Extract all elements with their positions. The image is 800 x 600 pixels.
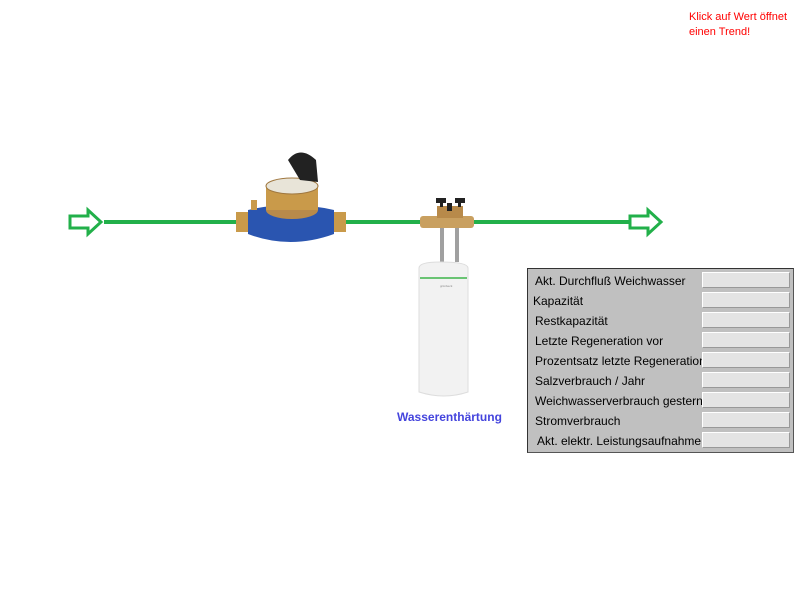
row-label: Letzte Regeneration vor	[535, 334, 664, 348]
row-label: Akt. Durchfluß Weichwasser	[535, 274, 686, 288]
row-label: Akt. elektr. Leistungsaufnahme	[537, 434, 702, 448]
row-label: Stromverbrauch	[535, 414, 621, 428]
water-meter-icon	[236, 152, 346, 242]
trend-hint-line2: einen Trend!	[689, 26, 751, 38]
value-row-salt-per-year: Salzverbrauch / Jahr	[528, 371, 793, 391]
water-softener-icon: grünbeck	[418, 261, 469, 397]
value-field-remaining-capacity[interactable]	[702, 312, 790, 328]
row-label: Restkapazität	[535, 314, 608, 328]
value-field-power-draw[interactable]	[702, 432, 790, 448]
inlet-arrow-icon	[68, 206, 104, 238]
value-field-salt-per-year[interactable]	[702, 372, 790, 388]
row-label: Weichwasserverbrauch gestern	[535, 394, 703, 408]
svg-text:grünbeck: grünbeck	[440, 284, 453, 288]
value-field-capacity[interactable]	[702, 292, 790, 308]
trend-hint-line1: Klick auf Wert öffnet	[689, 11, 788, 23]
value-row-capacity: Kapazität	[528, 291, 793, 311]
value-row-flow: Akt. Durchfluß Weichwasser	[528, 271, 793, 291]
value-row-last-regeneration: Letzte Regeneration vor	[528, 331, 793, 351]
valve-block-icon	[420, 198, 474, 262]
value-field-flow[interactable]	[702, 272, 790, 288]
value-row-power-consumption: Stromverbrauch	[528, 411, 793, 431]
water-softener-label[interactable]: Wasserenthärtung	[397, 410, 502, 424]
values-panel: Akt. Durchfluß Weichwasser Kapazität Res…	[527, 268, 794, 453]
value-field-soft-water-yesterday[interactable]	[702, 392, 790, 408]
row-label: Kapazität	[533, 294, 584, 308]
trend-hint: Klick auf Wert öffnet einen Trend!	[689, 10, 799, 40]
value-field-last-regeneration[interactable]	[702, 332, 790, 348]
value-field-power-consumption[interactable]	[702, 412, 790, 428]
value-row-soft-water-yesterday: Weichwasserverbrauch gestern	[528, 391, 793, 411]
row-label: Prozentsatz letzte Regeneration	[535, 354, 706, 368]
row-label: Salzverbrauch / Jahr	[535, 374, 646, 388]
value-row-power-draw: Akt. elektr. Leistungsaufnahme	[528, 431, 793, 451]
value-row-remaining-capacity: Restkapazität	[528, 311, 793, 331]
outlet-arrow-icon	[628, 206, 664, 238]
value-row-regeneration-percent: Prozentsatz letzte Regeneration	[528, 351, 793, 371]
value-field-regeneration-percent[interactable]	[702, 352, 790, 368]
